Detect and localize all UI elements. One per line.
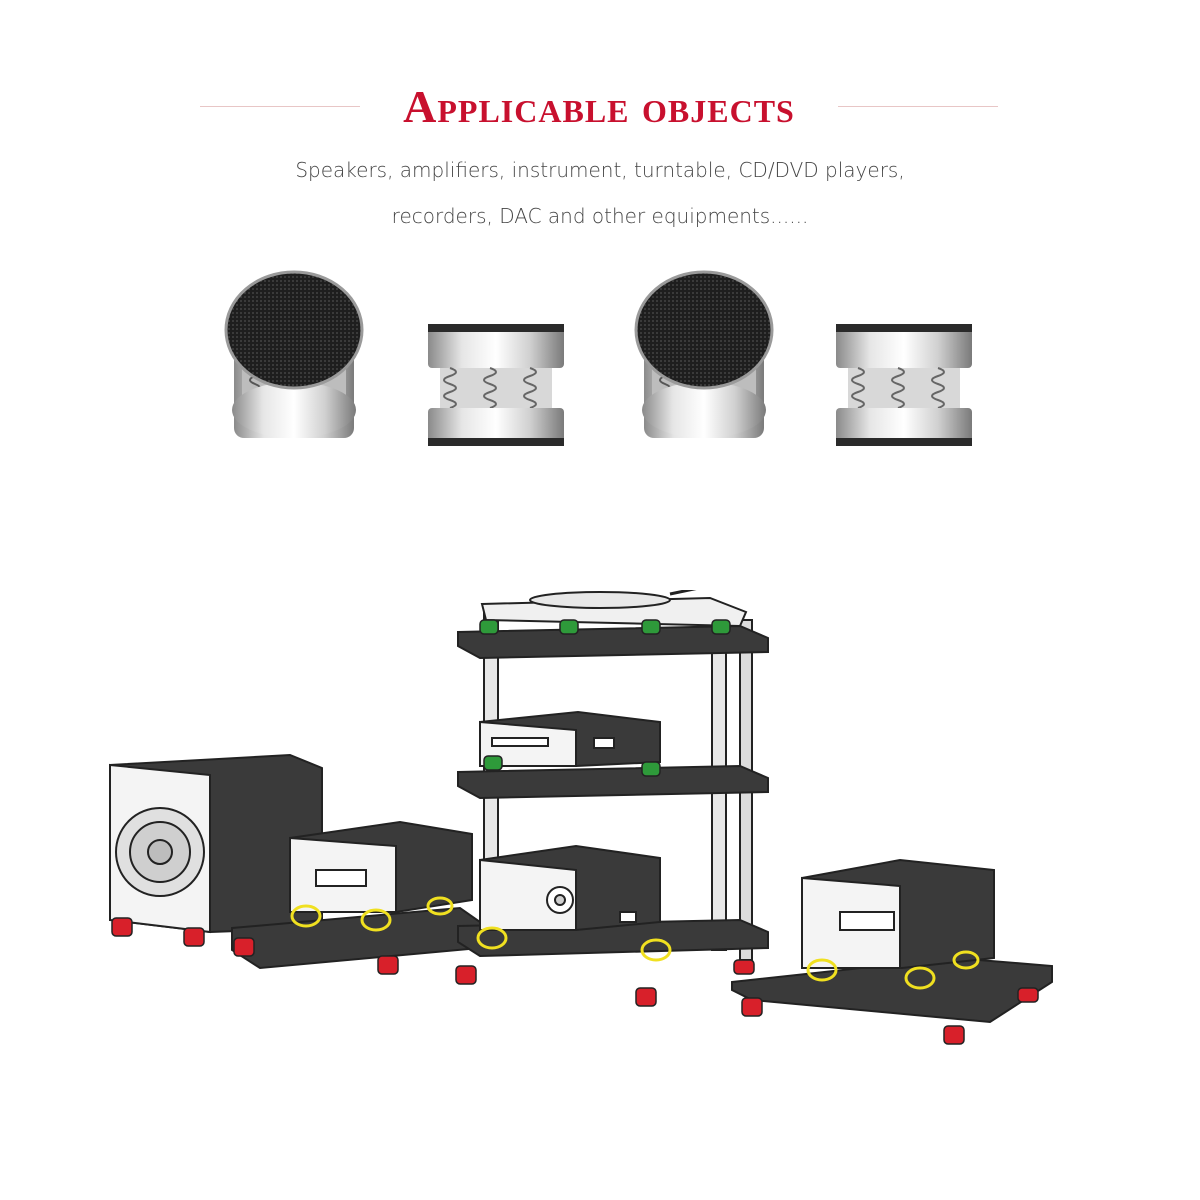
spring-isolation-foot-side-icon [428,324,564,446]
equipment-rack [457,590,769,961]
yellow-feet [290,896,980,990]
spring-isolation-foot-icon [634,270,774,438]
audio-equipment-illustration [109,590,1053,1045]
heading-row: Applicable objects [0,72,1200,142]
spring-isolation-foot-side-icon [836,324,972,446]
spring-isolation-foot-icon [224,270,364,438]
description-line-2: recorders, DAC and other equipments.....… [391,204,809,228]
heading-rule-right [838,106,998,107]
heading-rule-left [200,106,360,107]
product-images [224,270,972,446]
subwoofer [109,753,323,934]
description-line-1: Speakers, amplifiers, instrument, turnta… [295,158,905,182]
amplifier-left [289,820,473,913]
red-feet [111,917,1039,1045]
green-feet [479,619,731,777]
page-title: Applicable objects [403,81,795,132]
amplifier-right [801,858,995,969]
